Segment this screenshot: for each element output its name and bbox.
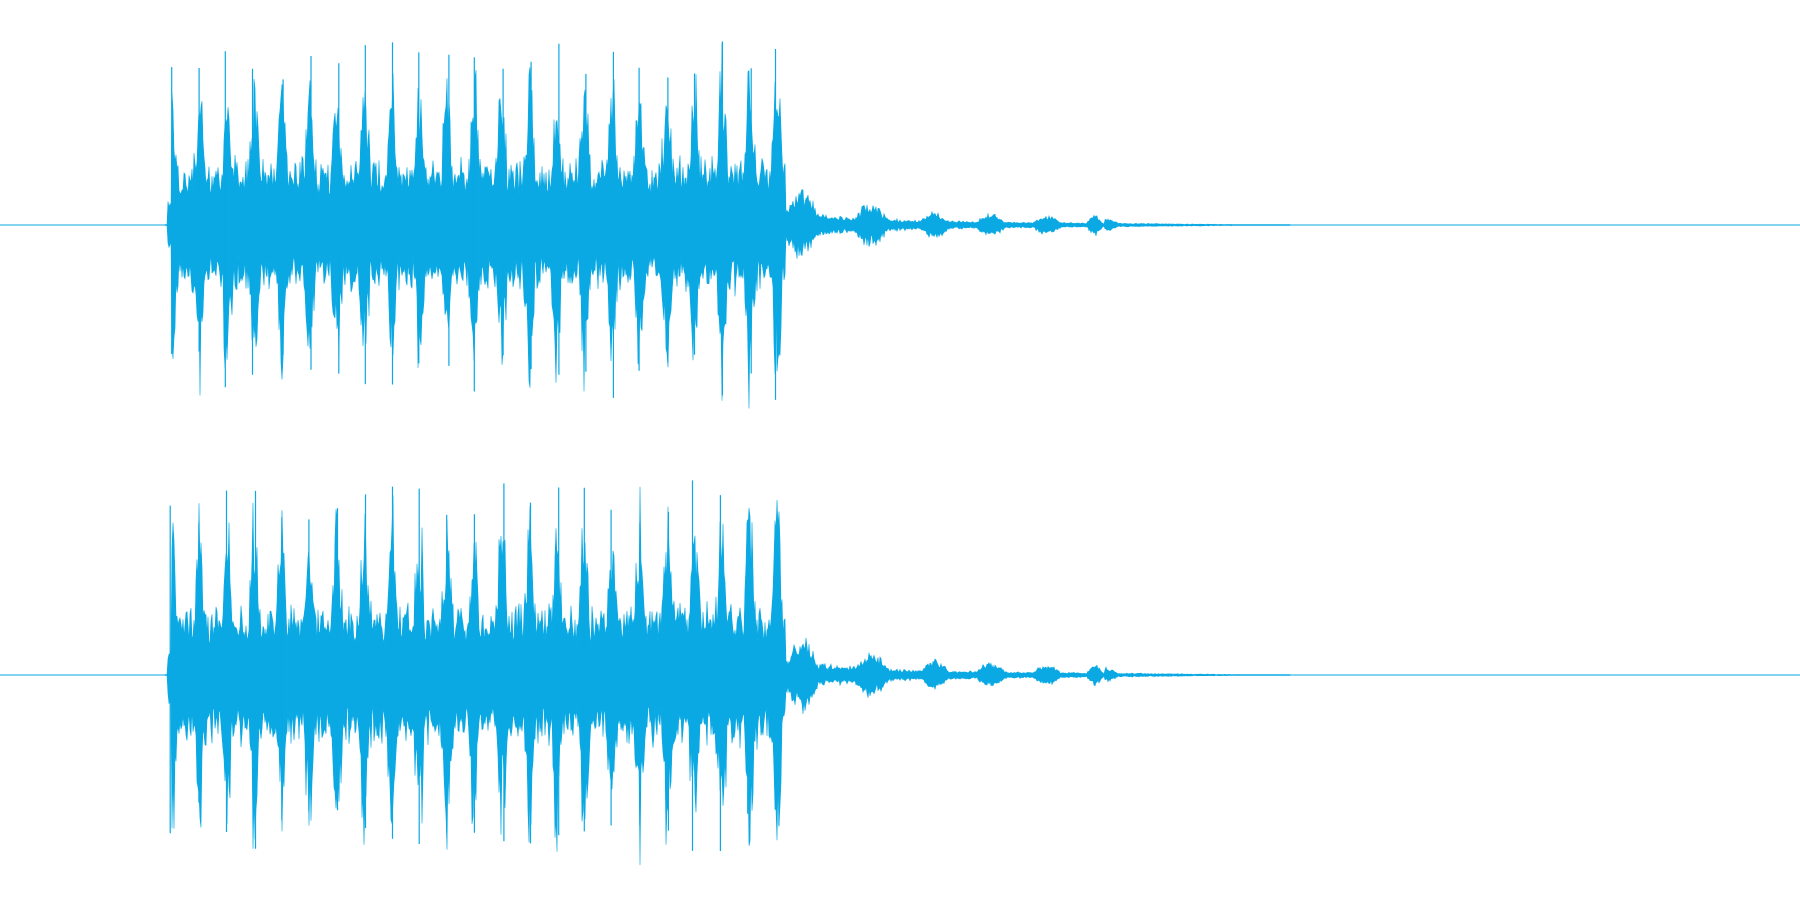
waveform-channel-1	[0, 41, 1800, 409]
waveform-channel-2	[0, 480, 1800, 866]
waveform-signal	[164, 43, 1291, 409]
